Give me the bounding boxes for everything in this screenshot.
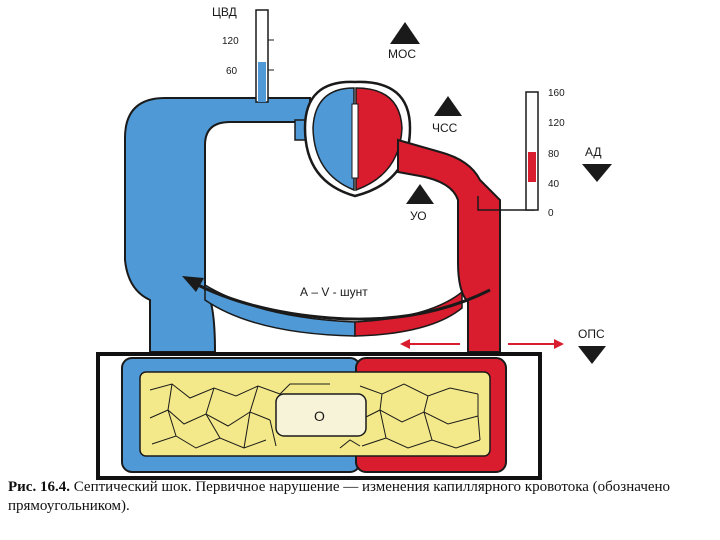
ops-label: ОПС [578, 327, 605, 341]
indicators: МОС ЧСС УО АД ОПС [388, 22, 612, 364]
right-heart-chambers [312, 87, 355, 192]
cvd-tick-label-60: 60 [226, 66, 238, 77]
figure-caption: Рис. 16.4. Септический шок. Первичное на… [8, 478, 712, 516]
shunt-arrow [191, 280, 491, 321]
shunt-label: А – V - шунт [300, 285, 368, 299]
organ-marker: О [314, 408, 325, 424]
uo-label: УО [410, 209, 427, 223]
heart [303, 80, 412, 198]
av-shunt: А – V - шунт [182, 276, 491, 337]
shunt-arrowhead [182, 276, 204, 292]
left-heart-chambers [355, 87, 403, 192]
cvd-fluid [258, 62, 266, 102]
uo-up-triangle-icon [406, 184, 434, 204]
chss-up-triangle-icon [434, 96, 462, 116]
heart-septum [351, 103, 359, 179]
shunt-vessel-arterial [354, 290, 463, 337]
ops-arrowhead-right [554, 339, 564, 349]
ad-tick-label-40: 40 [548, 179, 560, 190]
ad-tick-label-80: 80 [548, 149, 560, 160]
ad-fluid [528, 152, 536, 182]
organ-cell [275, 393, 367, 437]
ad-manometer: 160 120 80 40 0 [477, 88, 565, 219]
figure-caption-text: Септический шок. Первичное нарушение — и… [8, 479, 671, 514]
ad-tube [525, 91, 539, 211]
ops-arrowhead-left [400, 339, 410, 349]
cvd-label: ЦВД [212, 5, 237, 19]
mos-up-triangle-icon [390, 22, 420, 44]
cvd-tick-label-120: 120 [222, 36, 239, 47]
mos-label: МОС [388, 47, 416, 61]
ad-label: АД [585, 145, 602, 159]
ad-tick-label-120: 120 [548, 118, 565, 129]
cvd-manometer: ЦВД 120 60 [212, 5, 274, 103]
ad-tick-label-160: 160 [548, 88, 565, 99]
primary-lesion-highlight-frame [96, 352, 542, 480]
ad-down-triangle-icon [582, 164, 612, 182]
figure-ref: Рис. 16.4. [8, 479, 70, 495]
chss-label: ЧСС [432, 121, 458, 135]
ops-down-triangle-icon [578, 346, 606, 364]
capillary-network [149, 383, 481, 449]
ad-tick-label-0: 0 [548, 208, 554, 219]
capillary-bed: О [121, 357, 507, 473]
